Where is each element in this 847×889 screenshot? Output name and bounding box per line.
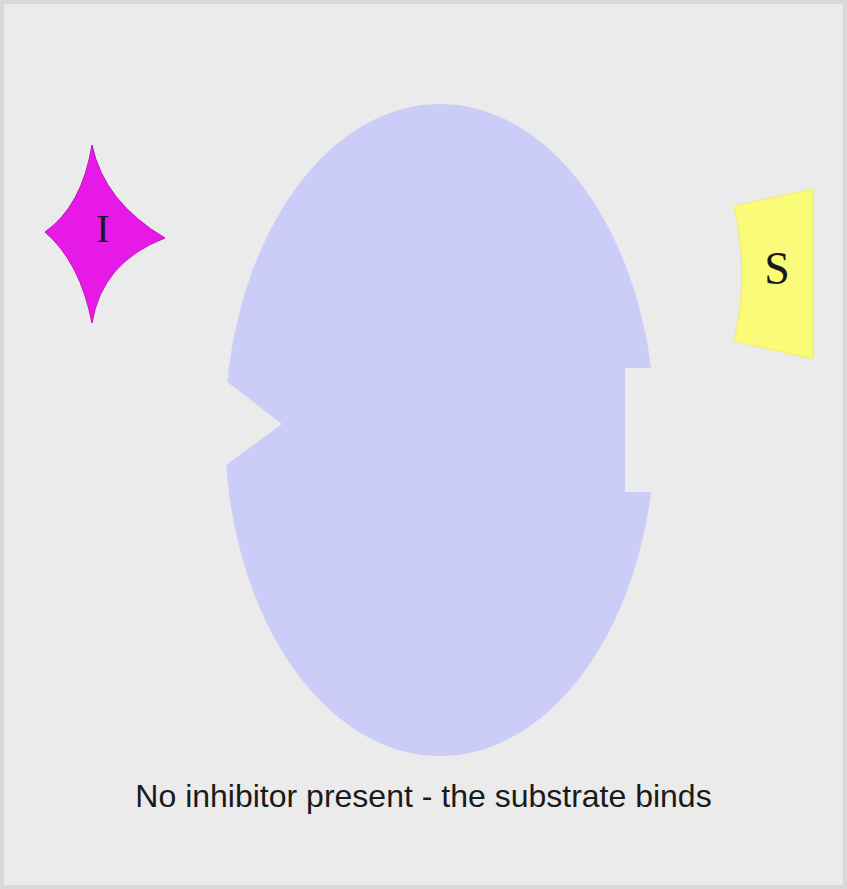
enzyme [225,104,655,756]
shape-fill [734,189,813,359]
active-site [625,368,660,492]
inhibitor-label: I [96,205,109,252]
caption: No inhibitor present - the substrate bin… [20,778,827,815]
shape-fill [45,145,165,323]
allosteric-site [222,378,282,468]
substrate-label: S [764,242,790,295]
substrate-shape: S [726,186,816,362]
inhibitor-shape: I [42,142,168,326]
